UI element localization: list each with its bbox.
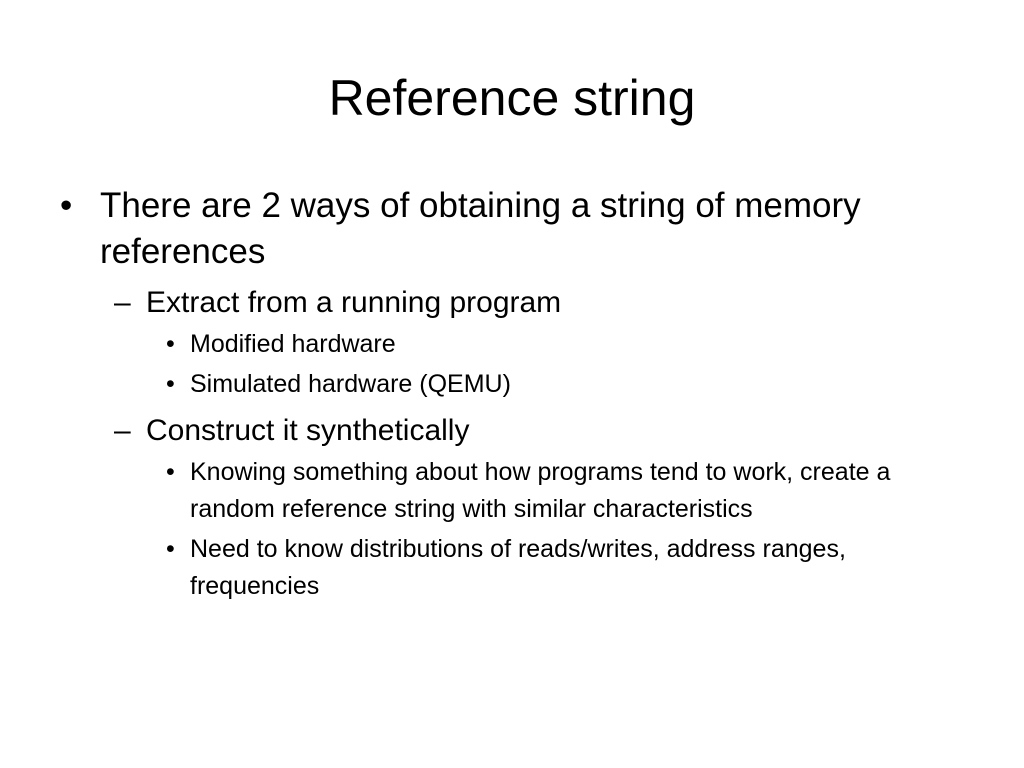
- bullet-marker: •: [166, 330, 175, 358]
- bullet-text: Knowing something about how programs ten…: [190, 458, 891, 523]
- bullet-text: Construct it synthetically: [146, 414, 470, 447]
- bullet-level1: • There are 2 ways of obtaining a string…: [60, 183, 970, 275]
- bullet-text: Modified hardware: [190, 330, 396, 358]
- bullet-text: There are 2 ways of obtaining a string o…: [100, 186, 861, 271]
- bullet-level3: • Simulated hardware (QEMU): [60, 366, 970, 403]
- bullet-level3: • Modified hardware: [60, 326, 970, 363]
- bullet-level2: – Extract from a running program: [60, 283, 970, 323]
- bullet-marker: •: [166, 458, 175, 486]
- bullet-text: Extract from a running program: [146, 286, 562, 319]
- bullet-level3: • Knowing something about how programs t…: [60, 454, 970, 528]
- slide-title: Reference string: [328, 70, 696, 126]
- bullet-text: Need to know distributions of reads/writ…: [190, 535, 846, 600]
- bullet-marker: •: [166, 370, 175, 398]
- bullet-marker: •: [166, 535, 175, 563]
- slide-content: • There are 2 ways of obtaining a string…: [60, 183, 970, 605]
- bullet-level2: – Construct it synthetically: [60, 411, 970, 451]
- dash-marker: –: [114, 286, 131, 319]
- bullet-marker: •: [60, 186, 73, 225]
- dash-marker: –: [114, 414, 131, 447]
- bullet-text: Simulated hardware (QEMU): [190, 370, 511, 398]
- bullet-level3: • Need to know distributions of reads/wr…: [60, 531, 970, 605]
